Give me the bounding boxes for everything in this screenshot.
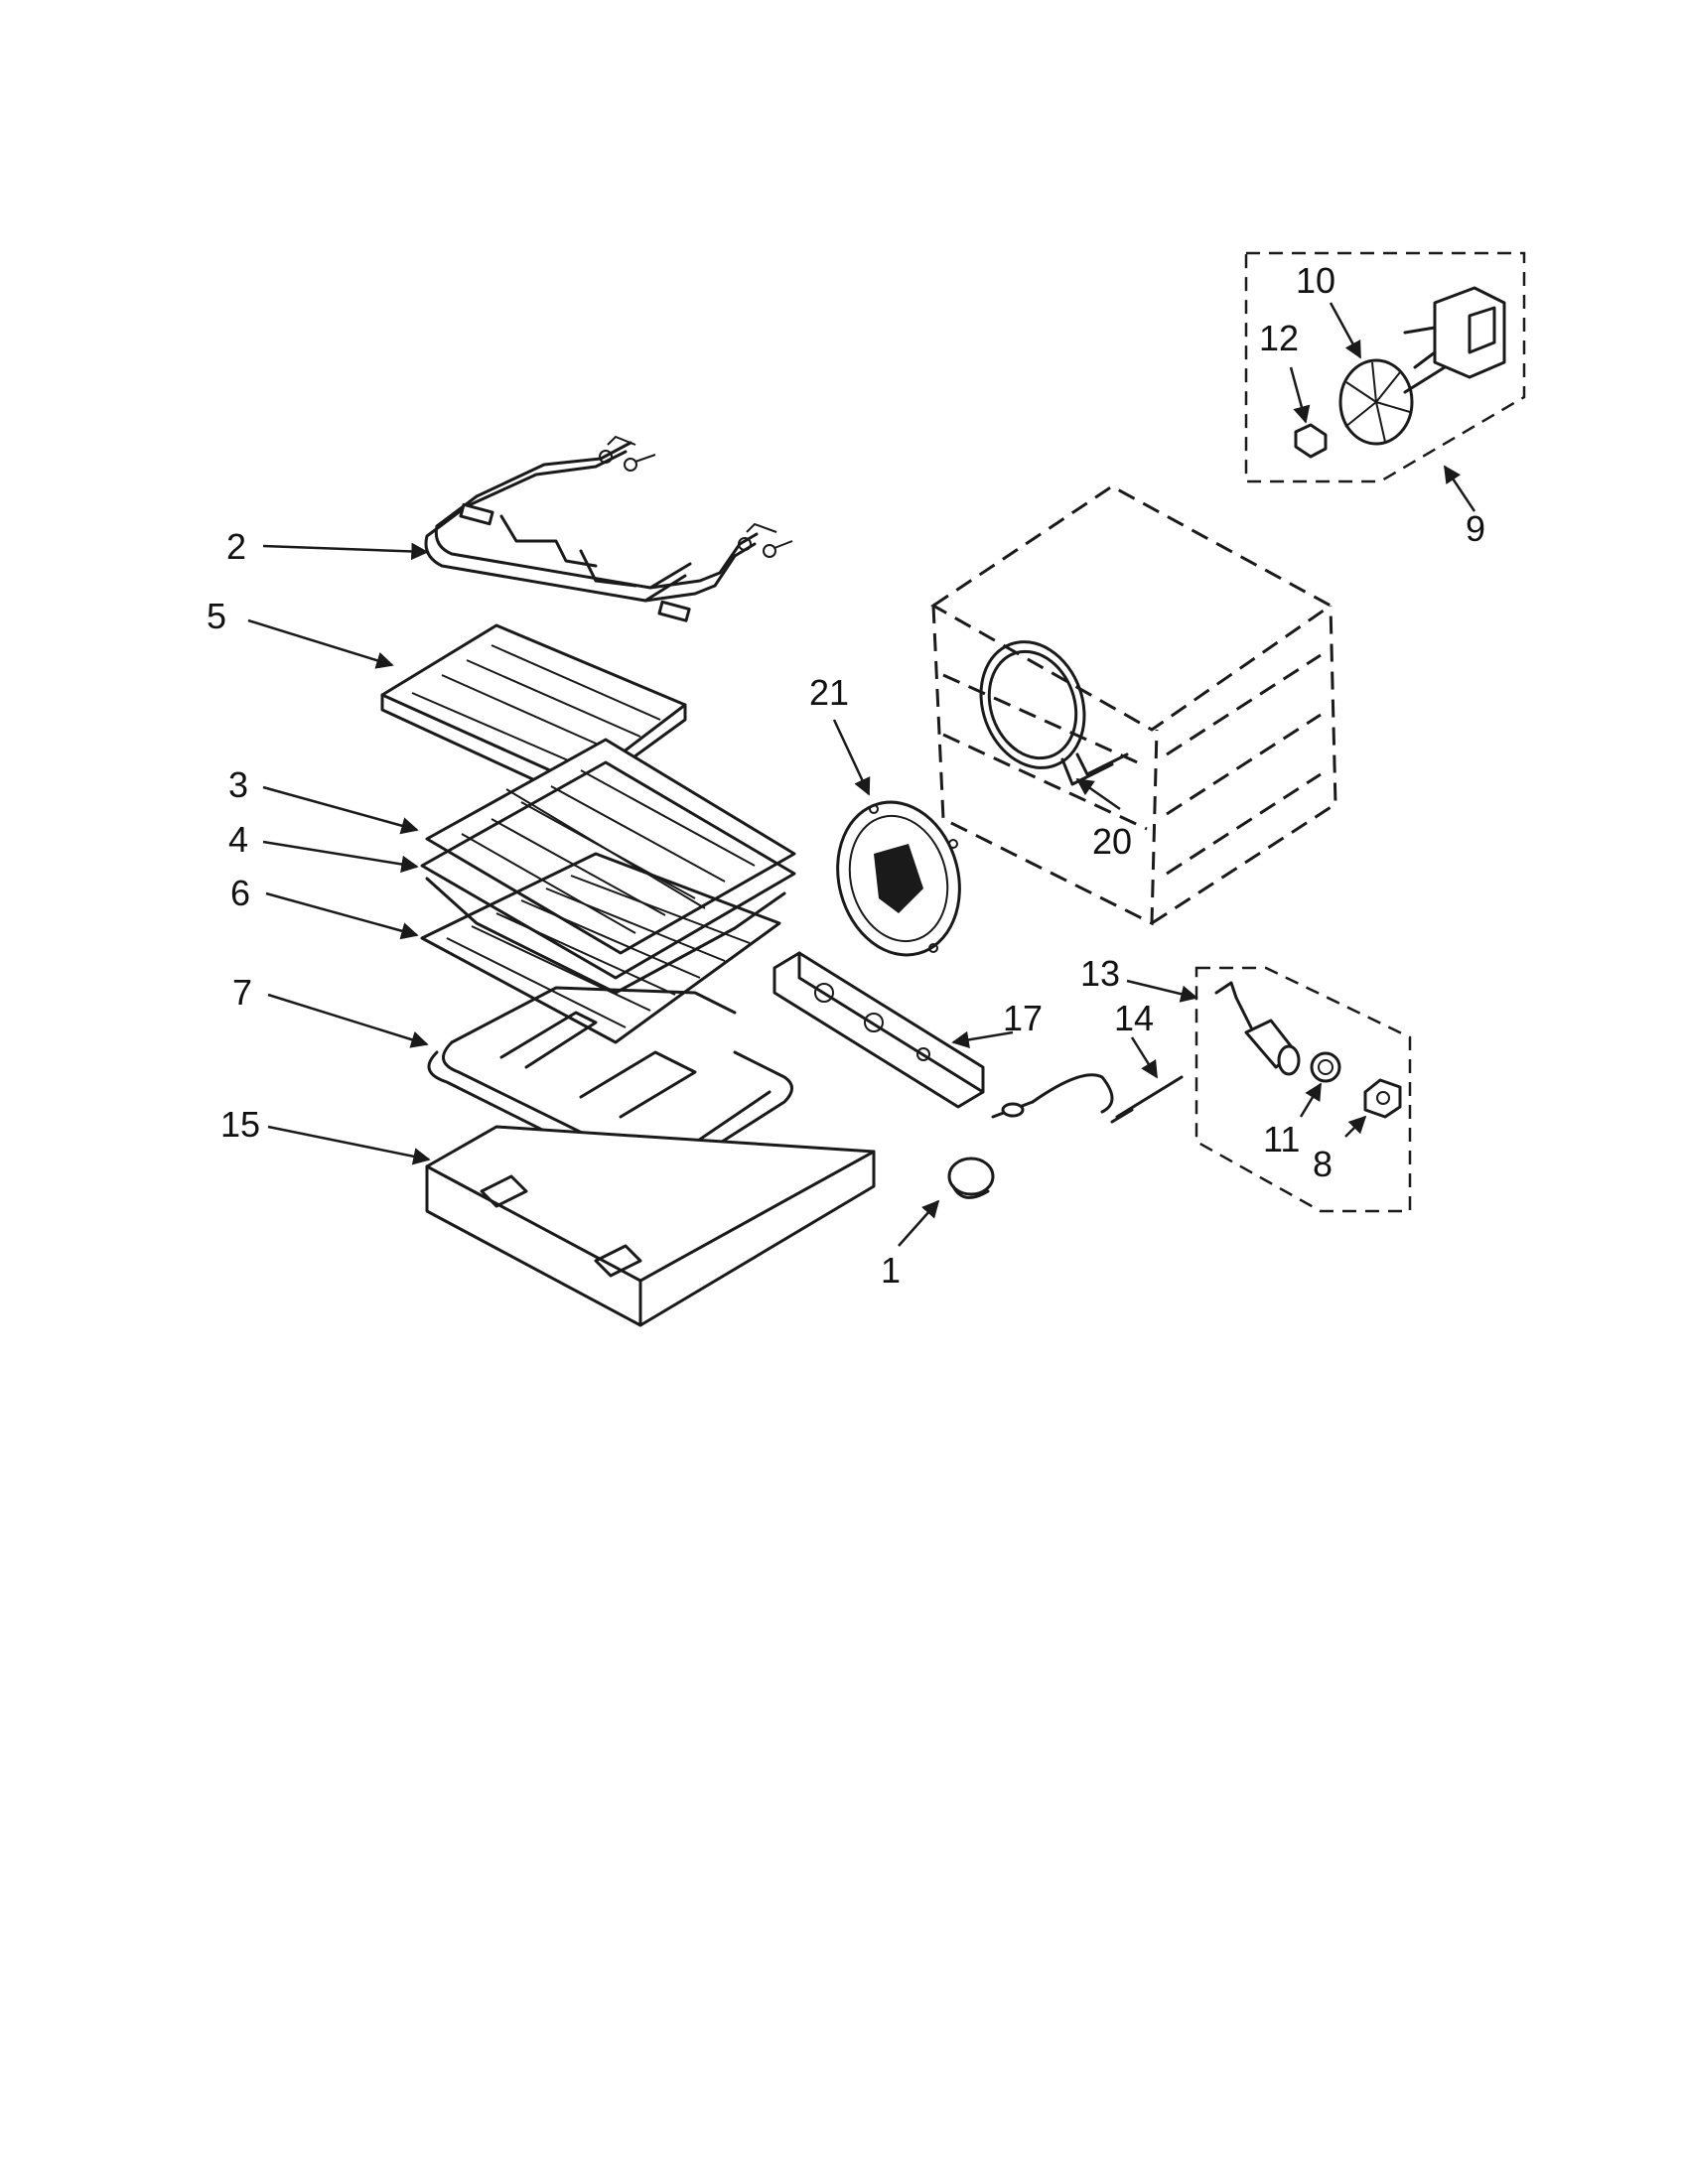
callout-11: 11 bbox=[1263, 1119, 1300, 1160]
callout-5: 5 bbox=[207, 596, 226, 636]
callout-3: 3 bbox=[228, 764, 248, 805]
fan-cover bbox=[836, 800, 961, 957]
callout-21: 21 bbox=[809, 672, 849, 713]
callout-15: 15 bbox=[220, 1104, 260, 1145]
meat-probe bbox=[991, 1073, 1184, 1124]
broiler-grid bbox=[425, 738, 796, 955]
oven-cavity bbox=[930, 484, 1337, 926]
callout-12: 12 bbox=[1259, 318, 1299, 358]
fan-motor-assembly bbox=[1244, 251, 1526, 483]
callout-8: 8 bbox=[1313, 1144, 1333, 1184]
probe-receptacle-assembly bbox=[1194, 966, 1412, 1213]
callout-7: 7 bbox=[232, 972, 252, 1013]
callout-arrows bbox=[247, 302, 1476, 1247]
callout-9: 9 bbox=[1466, 508, 1485, 549]
callout-2: 2 bbox=[226, 526, 246, 567]
callout-17: 17 bbox=[1003, 998, 1043, 1038]
callout-6: 6 bbox=[230, 873, 250, 913]
callout-14: 14 bbox=[1114, 998, 1154, 1038]
broiler-pan bbox=[420, 760, 796, 995]
convection-ring-element bbox=[979, 640, 1129, 786]
broil-element bbox=[424, 435, 793, 622]
rear-bracket bbox=[772, 951, 985, 1109]
callout-13: 13 bbox=[1080, 953, 1120, 994]
knob bbox=[947, 1157, 995, 1199]
callout-1: 1 bbox=[881, 1250, 901, 1291]
lower-rack bbox=[420, 852, 781, 1044]
callout-10: 10 bbox=[1296, 260, 1335, 301]
bottom-tray bbox=[425, 1125, 876, 1327]
callout-4: 4 bbox=[228, 819, 248, 860]
callout-20: 20 bbox=[1092, 821, 1132, 862]
callout-labels: 2 5 3 4 6 7 15 21 20 17 1 13 14 11 8 10 … bbox=[207, 260, 1485, 1291]
